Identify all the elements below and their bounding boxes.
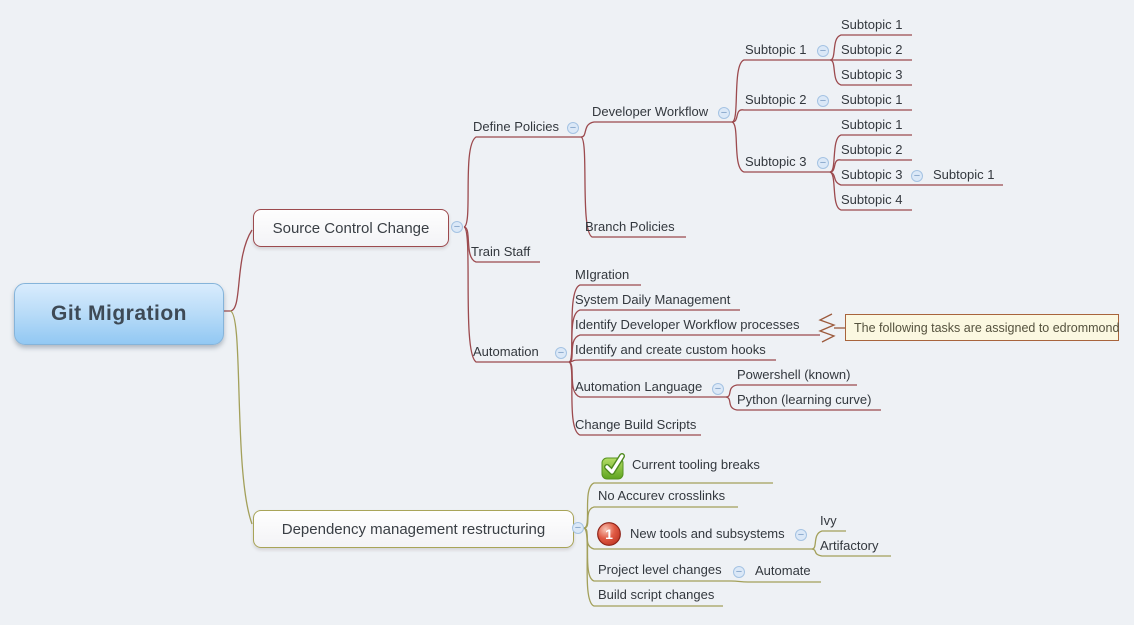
topic-migration[interactable]: MIgration [575,267,630,282]
topic-ivy[interactable]: Ivy [820,513,837,528]
collapse-icon[interactable]: − [911,170,923,182]
collapse-icon[interactable]: − [817,45,829,57]
topic-subtopic[interactable]: Subtopic 4 [841,192,903,207]
topic-automation[interactable]: Automation [473,344,539,359]
topic-change-build-scripts[interactable]: Change Build Scripts [575,417,697,432]
collapse-icon[interactable]: − [567,122,579,134]
topic-subtopic[interactable]: Subtopic 1 [841,92,903,107]
topic-subtopic[interactable]: Subtopic 2 [745,92,807,107]
topic-label: Dependency management restructuring [281,520,546,538]
collapse-icon[interactable]: − [795,529,807,541]
topic-subtopic[interactable]: Subtopic 1 [841,17,903,32]
topic-subtopic[interactable]: Subtopic 1 [933,167,995,182]
topic-current-tooling-breaks[interactable]: Current tooling breaks [632,457,760,472]
collapse-icon[interactable]: − [733,566,745,578]
collapse-icon[interactable]: − [817,95,829,107]
collapse-icon[interactable]: − [572,522,584,534]
topic-identify-and-create-custom-hooks[interactable]: Identify and create custom hooks [575,342,766,357]
callout-assigned-tasks[interactable]: The following tasks are assigned to edro… [845,314,1119,341]
topic-build-script-changes[interactable]: Build script changes [598,587,715,602]
topic-define-policies[interactable]: Define Policies [473,119,559,134]
topic-new-tools-and-subsystems[interactable]: New tools and subsystems [630,526,785,541]
collapse-icon[interactable]: − [555,347,567,359]
topic-system-daily-management[interactable]: System Daily Management [575,292,731,307]
root-topic-git-migration[interactable]: Git Migration [14,283,224,345]
topic-subtopic[interactable]: Subtopic 3 [841,67,903,82]
topic-developer-workflow[interactable]: Developer Workflow [592,104,709,119]
topic-branch-policies[interactable]: Branch Policies [585,219,675,234]
topic-label: Source Control Change [272,219,430,237]
collapse-icon[interactable]: − [718,107,730,119]
topic-train-staff[interactable]: Train Staff [471,244,531,259]
topic-source-control-change[interactable]: Source Control Change [253,209,449,247]
topic-subtopic[interactable]: Subtopic 1 [841,117,903,132]
topic-powershell-known[interactable]: Powershell (known) [737,367,851,382]
topic-subtopic[interactable]: Subtopic 1 [745,42,807,57]
topic-identify-developer-workflow-processes[interactable]: Identify Developer Workflow processes [575,317,800,332]
topic-subtopic[interactable]: Subtopic 3 [841,167,903,182]
collapse-icon[interactable]: − [712,383,724,395]
topic-subtopic[interactable]: Subtopic 2 [841,42,903,57]
check-icon[interactable] [600,452,627,485]
topic-automate[interactable]: Automate [755,563,811,578]
root-topic-label: Git Migration [51,302,187,325]
callout-text: The following tasks are assigned to edro… [854,320,1120,335]
collapse-icon[interactable]: − [817,157,829,169]
topic-python-learning-curve[interactable]: Python (learning curve) [737,392,872,407]
svg-text:1: 1 [605,526,613,542]
topic-subtopic[interactable]: Subtopic 2 [841,142,903,157]
collapse-icon[interactable]: − [451,221,463,233]
topic-artifactory[interactable]: Artifactory [820,538,879,553]
topic-subtopic[interactable]: Subtopic 3 [745,154,807,169]
topic-dependency-management-restructuring[interactable]: Dependency management restructuring [253,510,574,548]
topic-project-level-changes[interactable]: Project level changes [598,562,722,577]
priority-1-icon[interactable]: 1 [596,521,622,552]
topic-no-accurev-crosslinks[interactable]: No Accurev crosslinks [598,488,726,503]
topic-automation-language[interactable]: Automation Language [575,379,703,394]
